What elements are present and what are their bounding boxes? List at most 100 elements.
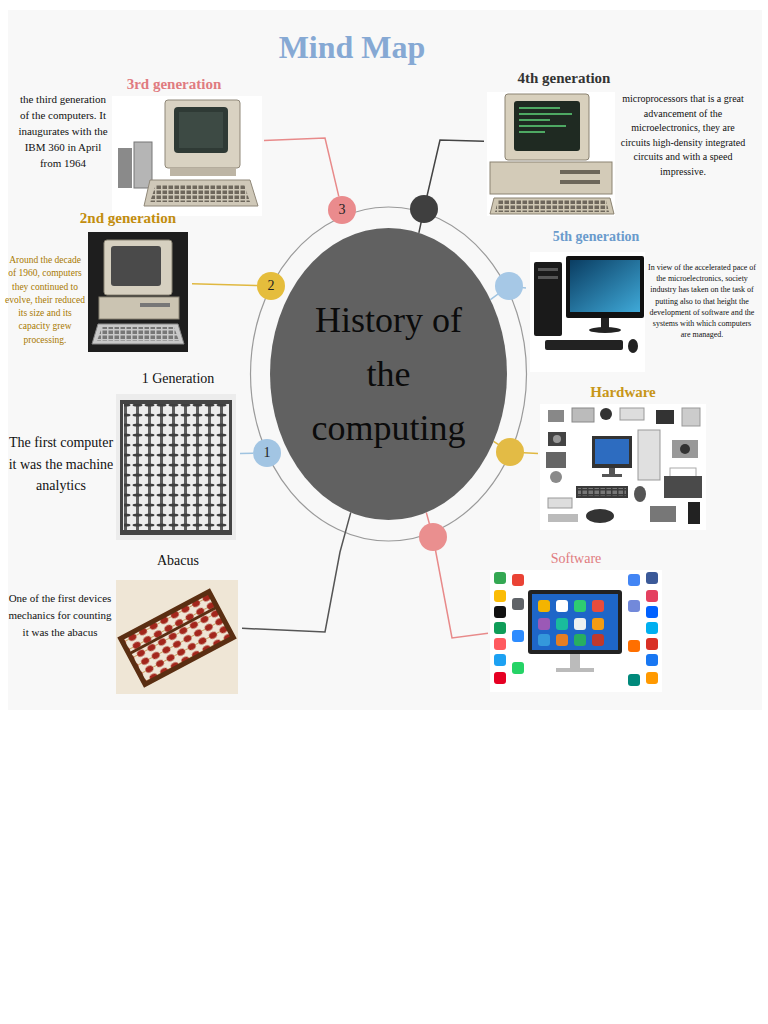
fourth-gen-computer-rect (560, 170, 600, 174)
software-collage-rect (646, 654, 658, 666)
branch-card: 2nd generationAround the decade of 1960,… (4, 208, 192, 354)
software-collage-rect (574, 600, 586, 612)
second-gen-computer-rect (111, 246, 161, 286)
fifth-gen-computer-ellipse (589, 327, 621, 333)
fifth-gen-computer-rect (538, 276, 558, 279)
fifth-gen-computer-rect (530, 252, 645, 372)
software-collage-rect (574, 618, 586, 630)
hardware-collage-rect (682, 408, 700, 426)
hardware-collage-ellipse (586, 509, 614, 523)
topic-ellipse-fill (270, 228, 507, 520)
abacus-picture-g (121, 592, 234, 685)
software-collage-rect (490, 570, 662, 692)
analytical-engine (116, 394, 236, 540)
hardware-collage-rect (548, 498, 572, 508)
branch-dot (410, 195, 438, 223)
topic-ellipse: History of the computing (270, 228, 507, 520)
title-wrap: Mind Map (232, 28, 472, 66)
hardware-collage-rect (672, 440, 698, 458)
fourth-gen-computer-polygon (495, 200, 609, 212)
callout-number: 1 (253, 445, 281, 461)
branch-heading: Software (518, 550, 634, 567)
branch-connector (192, 284, 257, 286)
hardware-collage-rect (592, 436, 632, 468)
fourth-gen-computer-rect (505, 94, 589, 160)
branch-card: 3rd generationthe third generation of th… (14, 74, 264, 218)
number-dot: 1 (253, 439, 281, 467)
third-gen-computer-rect (112, 96, 262, 216)
second-gen-computer-rect (88, 232, 188, 352)
third-gen-computer-rect (170, 168, 236, 176)
text-wrap: microprocessors that is a great advancem… (618, 92, 748, 179)
third-gen-computer-polygon (150, 184, 250, 202)
software-collage-rect (592, 634, 604, 646)
abacus-picture-g-rect (128, 606, 218, 656)
branch-body: Around the decade of 1960, computers the… (4, 254, 86, 347)
branch-body: One of the first devices mechanics for c… (8, 590, 112, 641)
fifth-gen-computer-rect (601, 318, 609, 328)
second-gen-computer (88, 232, 188, 352)
software-collage-rect (512, 574, 524, 586)
software-collage-rect (574, 634, 586, 646)
hardware-collage (540, 404, 706, 530)
hardware-collage-rect (620, 408, 644, 420)
abacus-picture-rect (116, 580, 238, 694)
fourth-gen-computer-line (519, 119, 550, 121)
third-gen-computer-rect (179, 112, 223, 148)
branch-card: 5th generation In view of the accelerated… (526, 228, 758, 374)
software-collage-rect (646, 672, 658, 684)
hardware-collage-rect (609, 468, 615, 474)
hardware-collage-rect (602, 474, 622, 477)
branch-connector (242, 512, 351, 632)
hardware-collage-rect (664, 476, 702, 498)
branch-card: 4th generationmicroprocessors that is a … (484, 70, 754, 220)
software-collage (490, 570, 662, 692)
second-gen-computer-rect (104, 240, 172, 295)
hardware-collage-circle (600, 408, 612, 420)
central-topic: History of the computing (298, 293, 479, 455)
second-gen-computer-polygon (92, 324, 184, 344)
text-wrap: 3rd generation (104, 76, 244, 93)
branch-heading: Hardware (538, 384, 708, 401)
hardware-collage-rect (572, 408, 594, 422)
text-wrap: Around the decade of 1960, computers the… (4, 254, 86, 347)
branch-card: AbacusOne of the first devices mechanics… (8, 550, 242, 696)
text-wrap: 2nd generation (66, 210, 190, 227)
callout-number: 2 (257, 278, 285, 294)
fourth-gen-computer-line (519, 113, 572, 115)
analytical-engine-rect (229, 400, 232, 535)
software-collage-rect (556, 618, 568, 630)
branch-heading: 2nd generation (66, 210, 190, 227)
software-collage-rect (494, 590, 506, 602)
branch-heading: 5th generation (526, 228, 666, 245)
third-gen-computer-rect (118, 148, 132, 188)
orbit-ring (251, 207, 527, 541)
fifth-gen-computer (530, 252, 645, 372)
text-wrap: One of the first devices mechanics for c… (8, 590, 112, 641)
second-gen-computer-polygon (97, 327, 179, 341)
software-collage-rect (494, 606, 506, 618)
branch-heading: Abacus (116, 552, 240, 569)
third-gen-computer-rect (165, 100, 240, 168)
software-collage-rect (512, 598, 524, 610)
third-gen-computer-polygon (144, 180, 258, 206)
software-collage-rect (494, 622, 506, 634)
branch-body: In view of the accelerated pace of the m… (648, 262, 756, 340)
second-gen-computer-rect (140, 303, 170, 307)
text-wrap: In view of the accelerated pace of the m… (648, 262, 756, 340)
software-collage-rect (646, 622, 658, 634)
map-title: Mind Map (232, 28, 472, 66)
software-collage-rect (494, 638, 506, 650)
hardware-collage-ellipse (634, 486, 646, 502)
text-wrap: the third generation of the computers. I… (16, 92, 110, 172)
software-collage-rect (494, 654, 506, 666)
hardware-collage-rect (688, 502, 700, 524)
hardware-collage-circle (550, 471, 562, 483)
software-collage-rect (646, 638, 658, 650)
software-collage-rect (646, 572, 658, 584)
software-collage-rect (556, 600, 568, 612)
third-gen-computer-rect (174, 107, 228, 153)
fourth-gen-computer-rect (560, 180, 600, 184)
panel-ground (8, 10, 762, 710)
